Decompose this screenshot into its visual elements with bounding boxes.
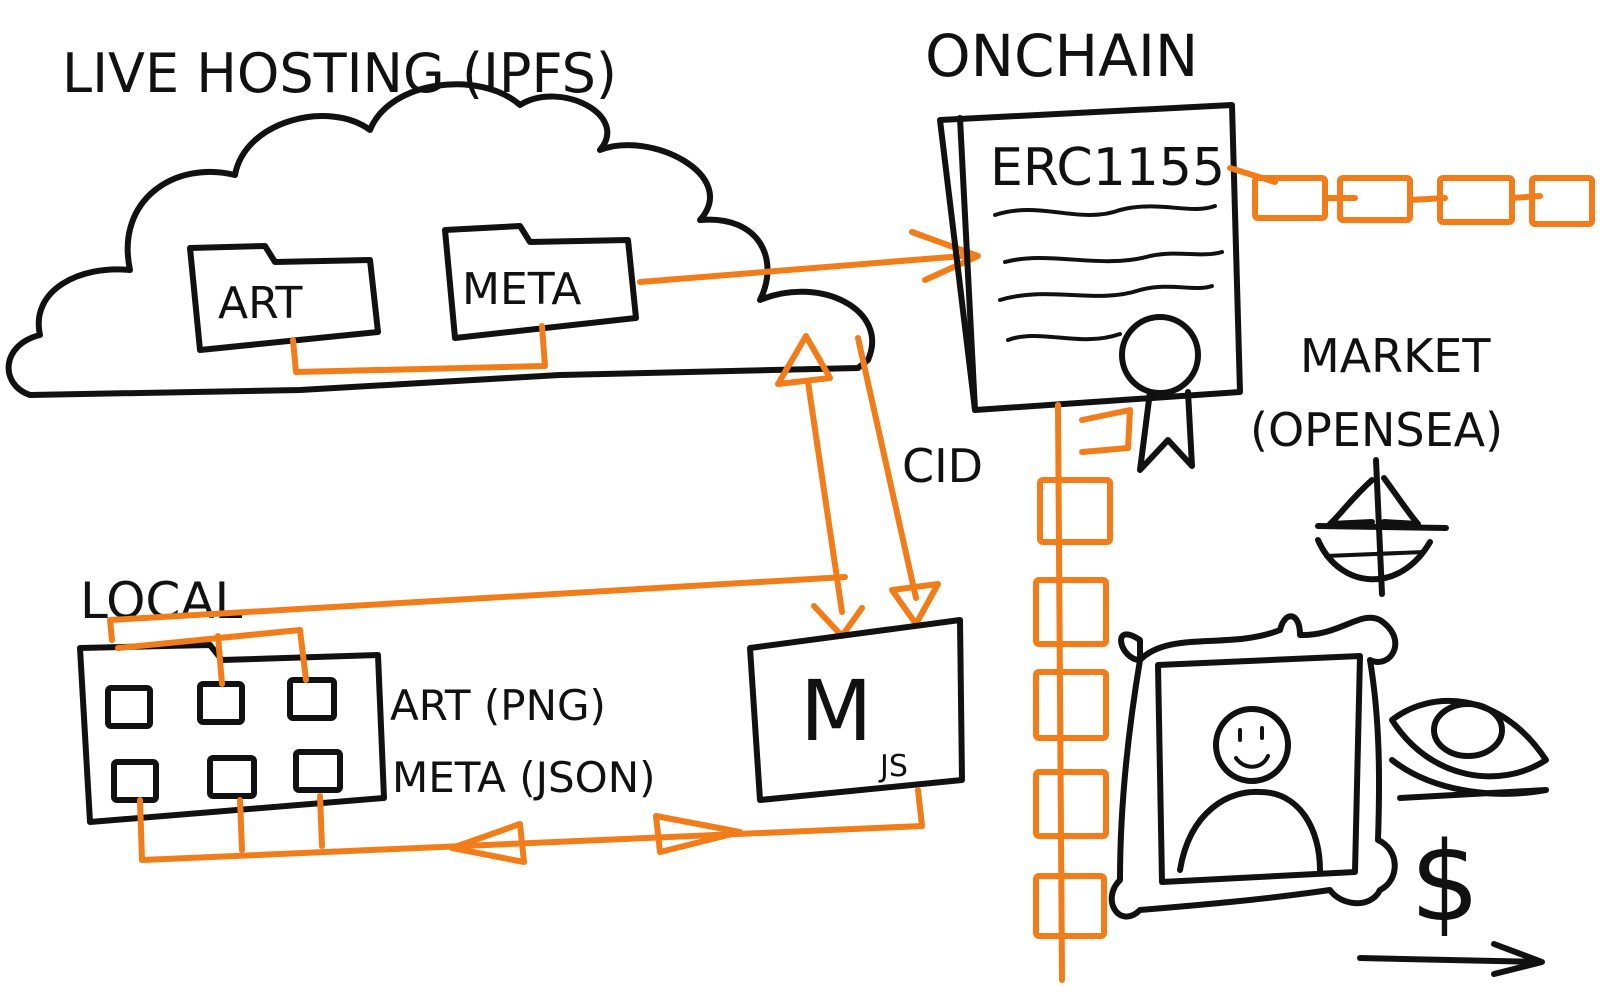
file-icon	[207, 755, 257, 799]
blockchain-horizontal	[1227, 165, 1595, 227]
meta-json-label: META (JSON)	[392, 753, 656, 802]
meta-folder: META	[442, 223, 639, 341]
market-subtitle: (OPENSEA)	[1250, 403, 1503, 457]
blockchain-vertical	[1033, 402, 1133, 983]
eye-icon	[1389, 697, 1549, 801]
market-title: MARKET	[1300, 329, 1491, 383]
sailboat-icon	[1315, 457, 1449, 597]
art-png-label: ART (PNG)	[390, 681, 606, 730]
local-to-mjs-line	[107, 574, 848, 643]
seal-icon	[1119, 314, 1201, 473]
market-arrow	[1357, 941, 1545, 977]
folder-link	[290, 323, 548, 375]
local-folder	[77, 627, 387, 825]
meta-to-contract-arrow	[637, 229, 981, 285]
local-mjs-sync-line	[137, 787, 925, 865]
file-icon	[111, 759, 159, 803]
meta-folder-label: META	[462, 264, 581, 315]
live-hosting-title: LIVE HOSTING (IPFS)	[62, 42, 617, 105]
local-title: LOCAL	[80, 572, 243, 630]
file-icon	[287, 677, 337, 721]
mjs-box: M JS	[747, 617, 965, 803]
file-icon	[105, 685, 153, 729]
cid-label: CID	[902, 439, 983, 493]
art-folder: ART	[187, 243, 381, 353]
m-letter: M	[800, 662, 872, 760]
erc-contract-document: ERC1155	[937, 102, 1243, 473]
js-label: JS	[878, 749, 908, 784]
ipfs-cloud	[5, 81, 876, 398]
onchain-title: ONCHAIN	[925, 22, 1198, 90]
erc-label: ERC1155	[990, 138, 1225, 198]
framed-portrait-icon	[1108, 613, 1399, 920]
cid-arrows	[775, 333, 941, 639]
file-icon	[197, 681, 245, 725]
file-icon	[293, 749, 343, 793]
dollar-sign: $	[1410, 818, 1480, 946]
art-folder-label: ART	[218, 278, 302, 329]
